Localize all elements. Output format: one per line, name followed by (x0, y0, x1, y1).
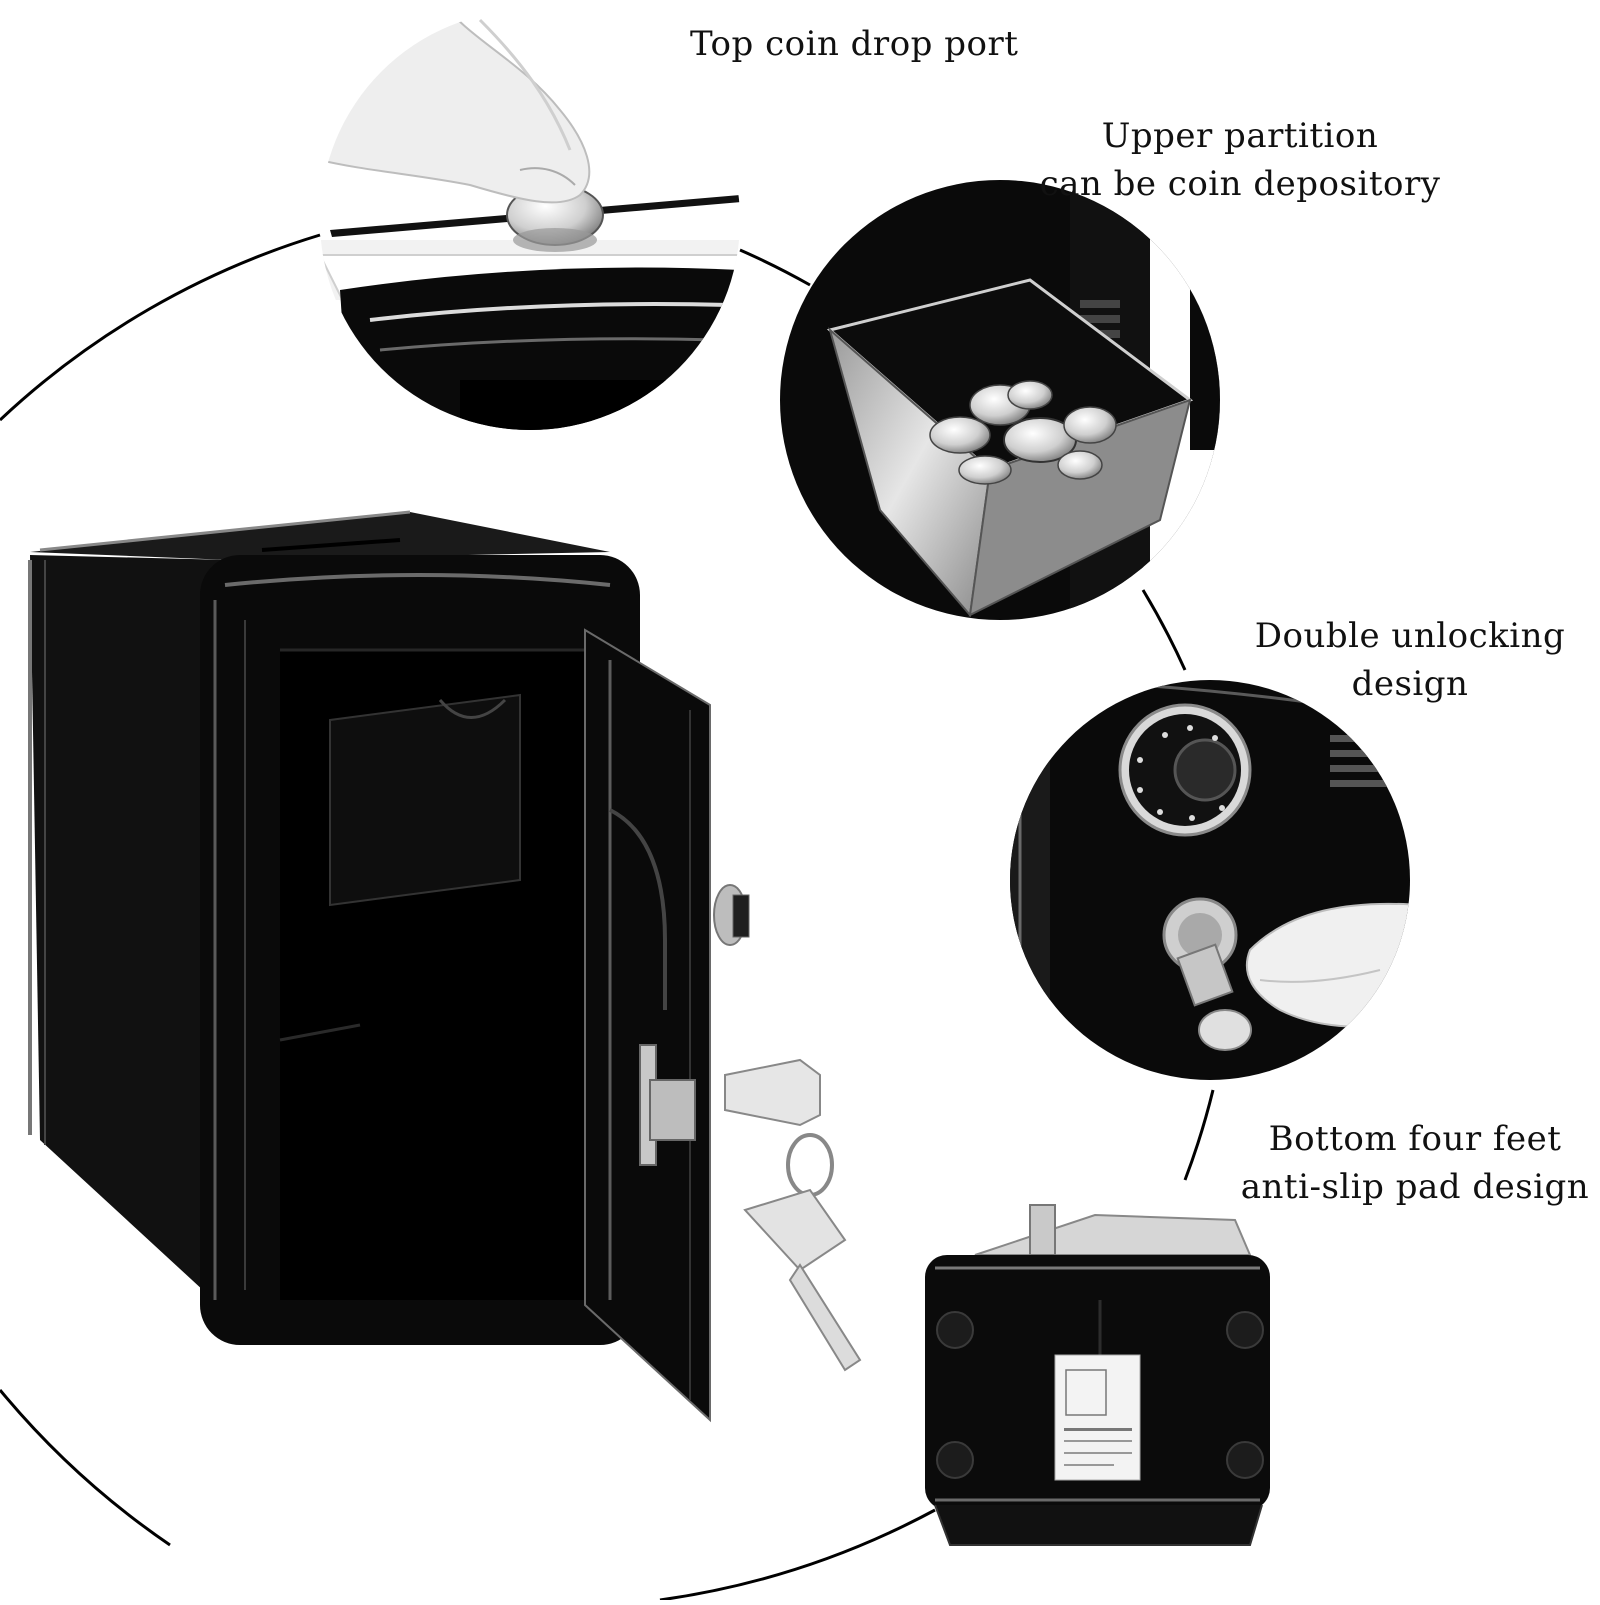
key-set (724, 1058, 862, 1372)
caption-bottom-feet: Bottom four feet anti-slip pad design (1230, 1115, 1600, 1211)
connector-arc-middle (1141, 589, 1187, 671)
connector-arc-top (739, 248, 811, 287)
large-background-arc-bottom (659, 1508, 936, 1602)
large-background-arc-left-bottom (0, 1389, 171, 1547)
lock-detail-photo (1010, 680, 1410, 1080)
main-safe-photo (28, 510, 862, 1423)
connector-arc-lower (1183, 1089, 1215, 1181)
partition-detail-photo (780, 180, 1220, 620)
caption-double-unlocking-line1: Double unlocking (1254, 616, 1566, 656)
caption-upper-partition: Upper partition can be coin depository (1000, 112, 1480, 208)
caption-double-unlocking-line2: design (1351, 664, 1469, 704)
bottom-view-photo (925, 1204, 1270, 1546)
caption-upper-partition-line1: Upper partition (1101, 116, 1379, 156)
caption-top-coin-drop-port-text: Top coin drop port (690, 24, 1019, 64)
caption-bottom-feet-line2: anti-slip pad design (1240, 1167, 1590, 1207)
caption-double-unlocking: Double unlocking design (1240, 612, 1580, 708)
caption-upper-partition-line2: can be coin depository (1039, 164, 1441, 204)
caption-top-coin-drop-port: Top coin drop port (690, 20, 1018, 68)
caption-bottom-feet-line1: Bottom four feet (1268, 1119, 1562, 1159)
large-background-arc (0, 233, 321, 422)
